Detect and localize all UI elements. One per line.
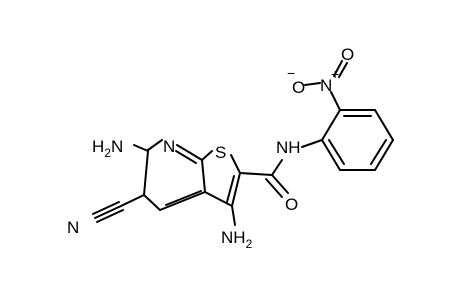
bond-c2-co	[239, 172, 273, 176]
bond-ar4-ar5-inner	[370, 139, 387, 165]
bond-cn-triple-1	[94, 205, 122, 219]
bond-ar6-ar1-inner	[328, 139, 345, 165]
bond-s-c2	[230, 154, 241, 174]
label-thiophene-s: S	[215, 143, 226, 162]
bond-c3a-c7a	[201, 159, 206, 193]
bond-cn-triple-2	[92, 201, 120, 215]
bond-nitro-o-double	[338, 62, 348, 78]
bond-n-c6	[147, 139, 163, 151]
bond-ar3-ar4	[374, 109, 394, 141]
label-nitro-o-minus: O	[292, 78, 305, 97]
bond-ar6-ar1	[321, 139, 341, 171]
bond-ar2-nitro	[330, 91, 341, 111]
pyridine-ring	[143, 139, 206, 211]
substituent-bonds	[92, 139, 323, 226]
bond-nh-aryl	[301, 139, 323, 148]
bond-c7a-n	[176, 144, 203, 161]
label-plus-charge: +	[331, 66, 339, 82]
bond-c7a-n-inner	[175, 150, 197, 164]
bond-nitro-o-minus	[304, 82, 321, 86]
bond-c5-c4	[143, 194, 161, 211]
label-amino-3: NH2	[221, 228, 253, 251]
bond-c5-cn	[120, 194, 145, 207]
bond-c4-c3a-inner	[165, 190, 202, 206]
bond-co-o-double	[265, 178, 283, 198]
bond-c2-c3-inner	[226, 175, 235, 203]
bond-c2-c3	[231, 172, 241, 207]
bond-c3-c3a	[204, 191, 233, 207]
bond-ar4-ar5	[374, 139, 394, 171]
atom-labels: H2N N S N NH2 NH O N + O − O	[67, 45, 354, 251]
bond-nitro-o	[333, 60, 343, 77]
bond-cn-triple-3	[96, 209, 124, 223]
label-amide-o: O	[285, 195, 298, 214]
label-amide-nh: NH	[276, 138, 301, 157]
bond-c3-nh2	[231, 205, 236, 226]
bond-ar1-ar2	[321, 109, 341, 141]
label-cyano-n: N	[67, 218, 79, 237]
label-ring-n: N	[163, 137, 175, 156]
bond-c7a-s	[201, 150, 213, 161]
label-nitro-o: O	[341, 45, 354, 64]
label-amino-6: H2N	[92, 137, 123, 160]
bond-co-o	[271, 174, 289, 194]
bond-c4-c3a	[159, 191, 206, 211]
bond-co-nh	[271, 159, 283, 176]
phenyl-ring	[304, 60, 394, 171]
bond-c6-c5	[143, 150, 149, 196]
bond-c6-nh2	[133, 144, 149, 152]
thiophene-ring	[201, 150, 241, 207]
label-nitro-n: N	[320, 76, 332, 95]
label-minus-charge: −	[287, 65, 295, 81]
